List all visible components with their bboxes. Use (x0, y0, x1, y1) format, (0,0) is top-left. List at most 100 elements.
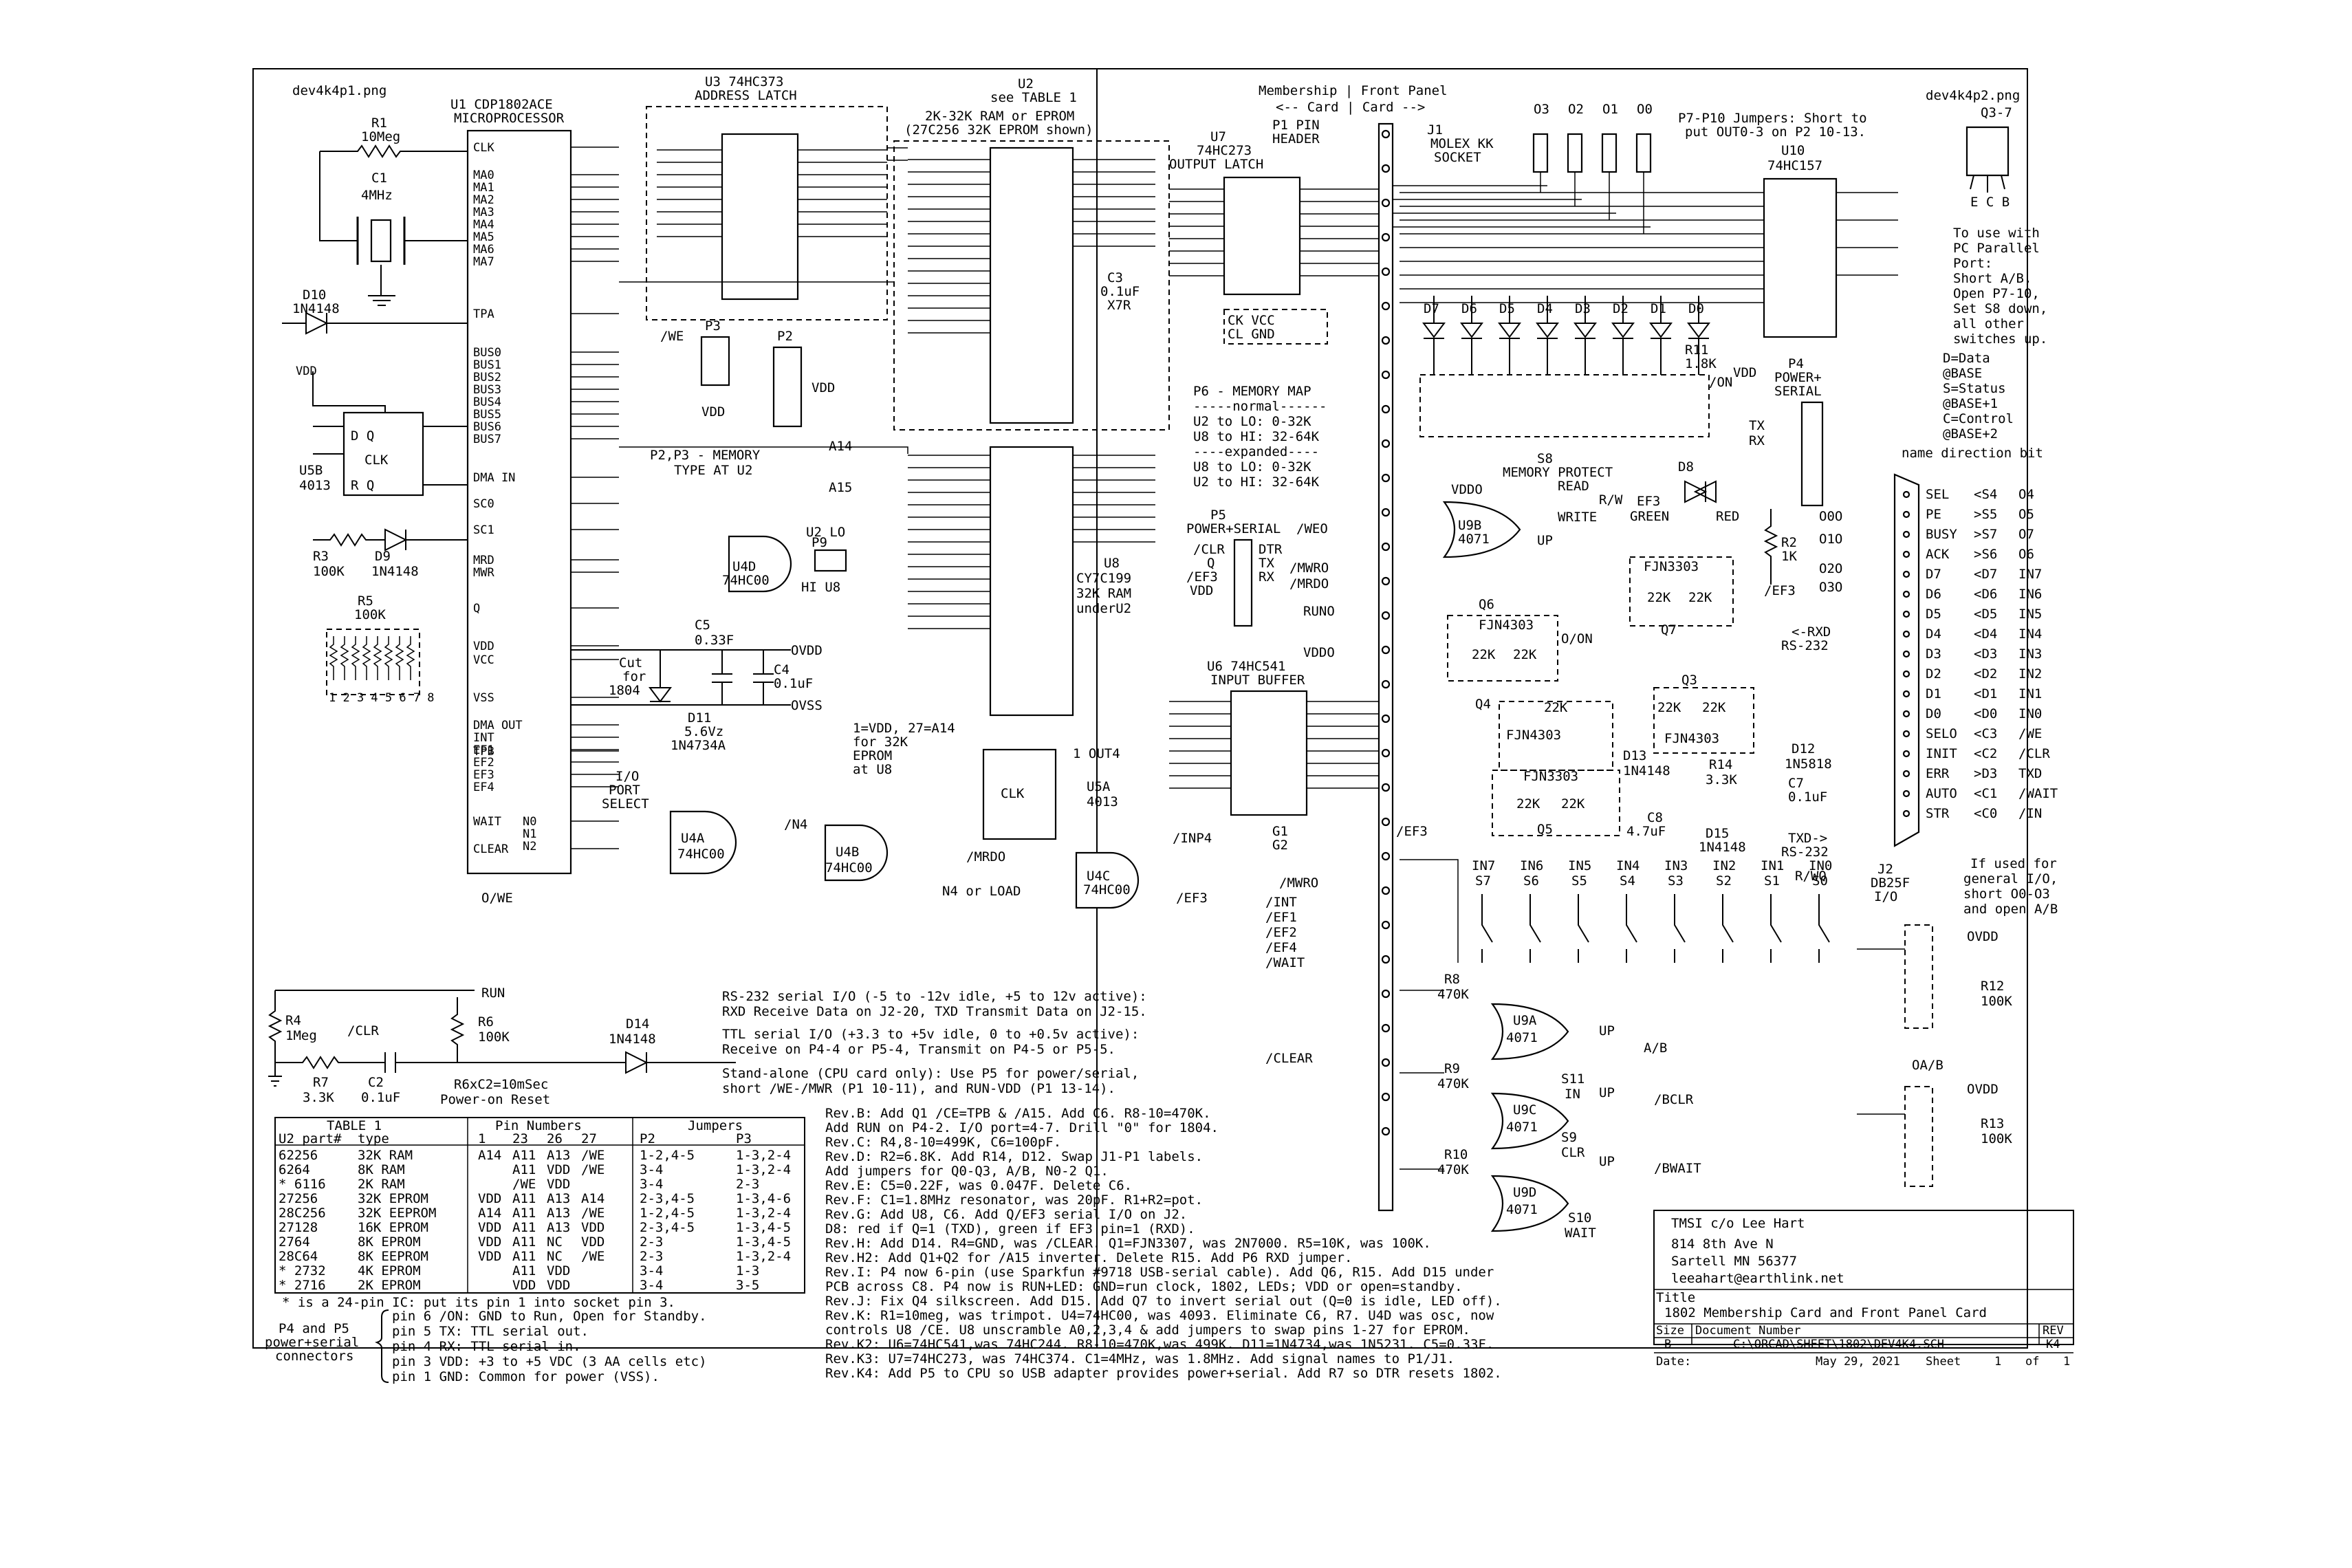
db25-dir-1: >S5 (1974, 507, 1997, 522)
mm-line-0: -----normal------ (1193, 399, 1327, 414)
p5-label: P5 (1210, 508, 1226, 523)
clr-label: /CLR (347, 1023, 379, 1038)
d11-type: 1N4734A (671, 738, 726, 753)
switch-6[interactable] (1770, 894, 1782, 963)
db25-outputs: O0O O1O O2O O3O (1819, 509, 1842, 595)
db25-name-6: D5 (1926, 607, 1941, 622)
u1-pin-18: DMA IN (473, 471, 515, 485)
p1-pin-15 (1381, 611, 1391, 620)
table1-title: TABLE 1 (327, 1118, 382, 1133)
tb-date: May 29, 2021 (1816, 1355, 1900, 1369)
u4c-label: U4C (1087, 869, 1110, 884)
table1-cell-8-4: VDD (547, 1263, 570, 1278)
db25-name-10: D1 (1926, 686, 1941, 701)
u1-pin-37: N1 (523, 827, 536, 841)
q3-frame (1653, 687, 1754, 754)
u1-cdp1802: U1 CDP1802ACE MICROPROCESSOR CLKMA0MA1MA… (450, 97, 619, 875)
p1-pin-13 (1381, 542, 1391, 552)
u1-pin-32: EF4 (473, 781, 494, 794)
r10-value: 470K (1437, 1162, 1469, 1177)
p1-sub: HEADER (1272, 131, 1320, 146)
u5b-label: U5B (299, 463, 323, 478)
table1-col-5: 27 (581, 1131, 597, 1146)
rs232-label-1: RS-232 (1781, 638, 1829, 653)
switch-5[interactable] (1722, 894, 1734, 963)
ab-right: OA/B (1912, 1058, 1943, 1073)
s8-label: S8 (1537, 451, 1553, 466)
q37-pins: E C B (1970, 195, 2010, 210)
led-label-7: D0 (1688, 301, 1704, 316)
u1-pin-34: WAIT (473, 815, 501, 829)
revision-line-10: Rev.H2: Add Q1+Q2 for /A15 inverter. Del… (825, 1250, 1352, 1265)
db25-bit-4: IN7 (2018, 567, 2042, 582)
sig-vddo: VDDO (1303, 645, 1335, 660)
led-2 (1498, 296, 1521, 375)
q6-frame (1447, 615, 1558, 682)
q7-r2: 22K (1688, 590, 1712, 605)
switch-1[interactable] (1529, 894, 1541, 963)
revision-line-12: PCB across C8. P4 now is RUN+LED: GND=ru… (825, 1279, 1463, 1294)
table1-col-1: type (358, 1131, 389, 1146)
io-port-3: SELECT (602, 796, 649, 812)
switch-name-6: S1 (1764, 873, 1780, 889)
left-file-name: dev4k4p1.png (292, 83, 386, 98)
switch-2[interactable] (1578, 894, 1589, 963)
revision-line-8: D8: red if Q=1 (TXD), green if EF3 pin=1… (825, 1221, 1195, 1237)
sig-ef3: /EF3 (1176, 891, 1208, 906)
u5b-flipflop: U5B 4013 D Q CLK R Q VDD (296, 364, 468, 497)
u2-sub: see TABLE 1 (990, 90, 1077, 105)
c2-value: 0.1uF (361, 1090, 400, 1105)
switch-0[interactable] (1481, 894, 1493, 963)
r11-label: R11 (1685, 342, 1708, 358)
bus-wire-2 (619, 446, 908, 454)
u7-74hc273: U7 74HC273 OUTPUT LATCH CK VCC CL GND (1169, 129, 1379, 345)
u9a-label: U9A (1513, 1013, 1537, 1028)
table1-cell-1-6: 3-4 (640, 1162, 663, 1177)
d13-value: 1N4148 (1623, 763, 1670, 778)
a14-label: A14 (829, 439, 852, 454)
table1-col-3: 23 (512, 1131, 528, 1146)
table1-cell-2-4: VDD (547, 1177, 570, 1192)
p1-pin-25 (1381, 955, 1391, 964)
revision-line-18: Rev.K4: Add P5 to CPU so USB adapter pro… (825, 1366, 1502, 1381)
u5b-pin-d: D Q (351, 428, 374, 444)
conn-line-1: pin 5 TX: TTL serial out. (392, 1324, 589, 1339)
d9-value: 1N4148 (371, 564, 419, 579)
db25-dir-7: <D4 (1974, 627, 1997, 642)
switch-4[interactable] (1674, 894, 1686, 963)
led-label-4: D3 (1575, 301, 1591, 316)
bus-wire-3 (1393, 185, 1651, 228)
conn-label-0: P4 and P5 (279, 1321, 349, 1336)
c7-value: 0.1uF (1788, 790, 1827, 805)
s8-rw: R/W (1599, 492, 1623, 508)
sig-mwro: /MWRO (1289, 560, 1329, 576)
led-label-6: D1 (1651, 301, 1666, 316)
q6-label: Q6 (1479, 597, 1494, 612)
table1-cell-3-2: VDD (478, 1191, 501, 1206)
io-port-2: PORT (609, 783, 640, 798)
out-o0: O0 (1637, 102, 1653, 117)
r5-element-5 (384, 636, 393, 680)
switch-name-2: S5 (1571, 873, 1587, 889)
u4c-body (1075, 851, 1140, 909)
u2-line3: 2K-32K RAM or EPROM (925, 109, 1074, 124)
table1-cell-1-0: 6264 (279, 1162, 310, 1177)
s10-label: S10 (1568, 1210, 1591, 1226)
p1-pin-16 (1381, 645, 1391, 655)
table1-footnote: * is a 24-pin IC: put its pin 1 into soc… (282, 1295, 675, 1310)
p4-body (1800, 401, 1824, 507)
switch-3[interactable] (1626, 894, 1637, 963)
u1-pin-19: SC0 (473, 497, 494, 511)
switch-7[interactable] (1818, 894, 1830, 963)
bus-wire-6 (1400, 859, 1459, 963)
u5b-vdd: VDD (296, 364, 317, 378)
output-headers: O3 O2 O1 O0 P7-P10 Jumpers: Short to put… (1532, 102, 1867, 173)
u1-pin-2: MA1 (473, 181, 494, 195)
s8-switch[interactable]: S8 MEMORY PROTECT READ R/W WRITE UP (1503, 451, 1623, 548)
table1-cell-4-1: 32K EEPROM (358, 1206, 436, 1221)
tb-email: leeahart@earthlink.net (1671, 1271, 1844, 1286)
switch-in-4: IN3 (1664, 858, 1688, 873)
table1-cell-2-0: * 6116 (279, 1177, 326, 1192)
c4-label: C4 (774, 662, 790, 677)
